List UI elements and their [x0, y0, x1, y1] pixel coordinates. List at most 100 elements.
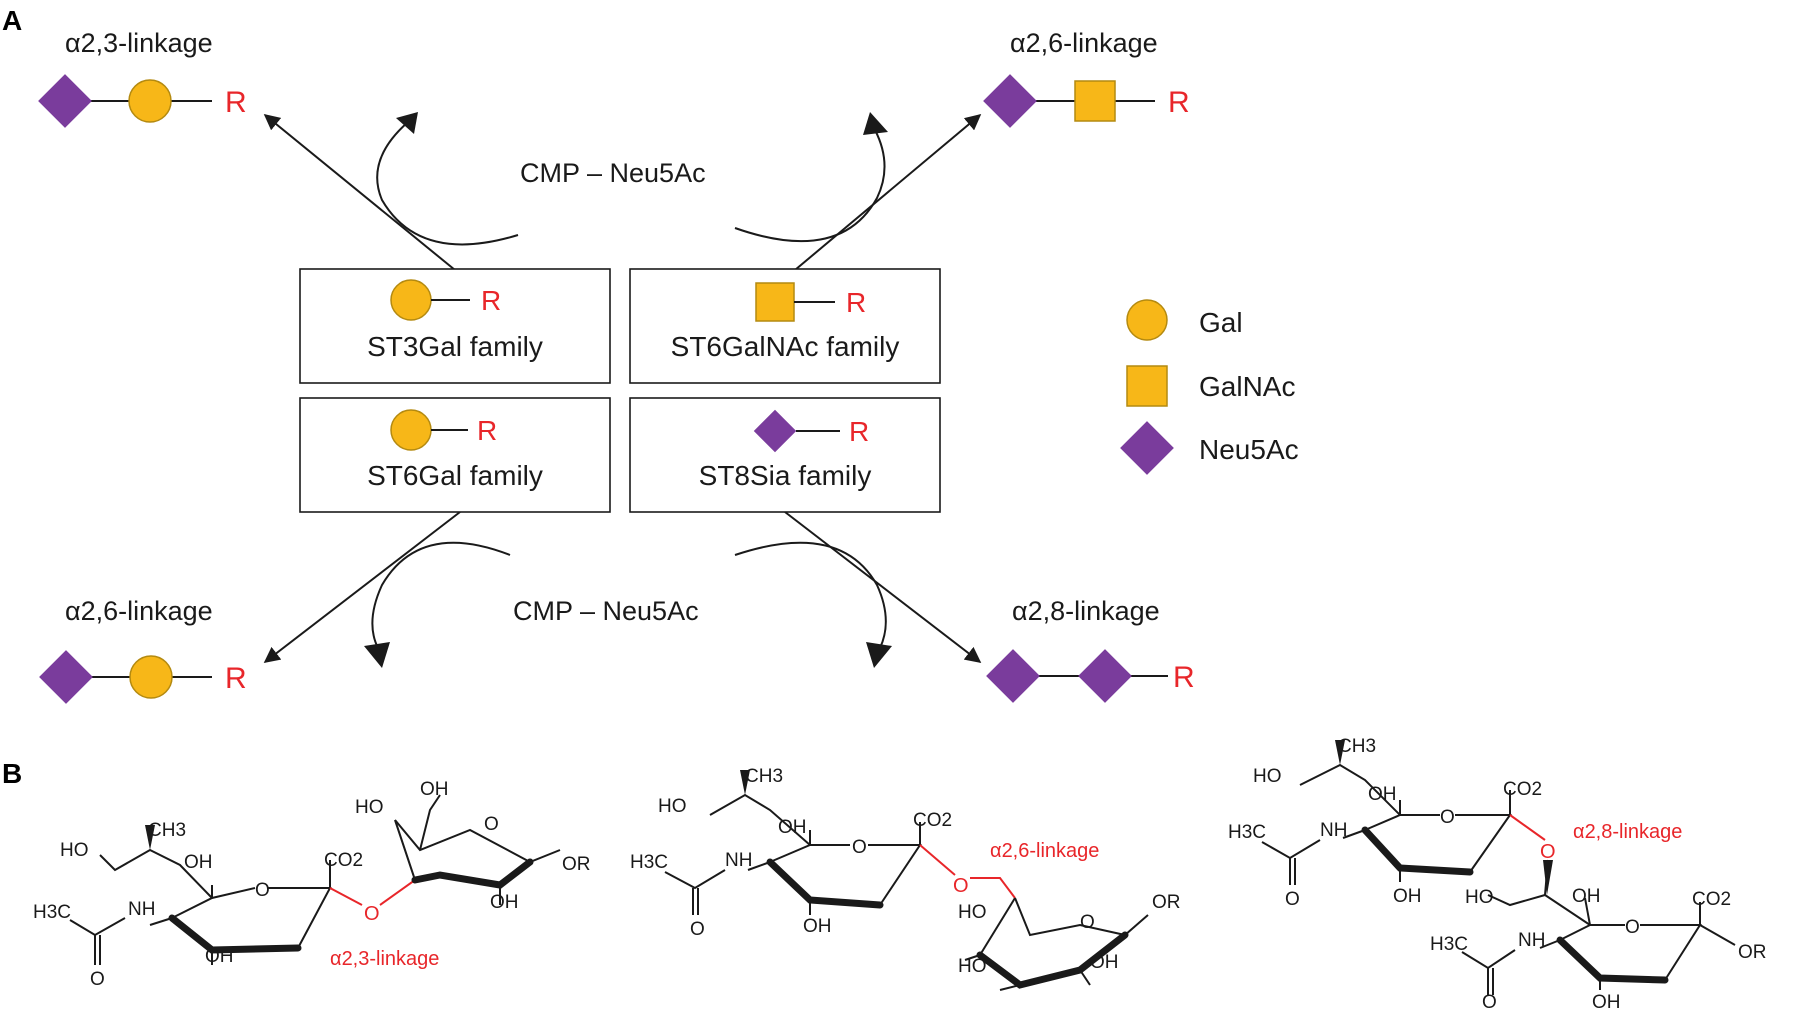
svg-text:Gal: Gal: [1199, 307, 1243, 338]
curved-arrow-top-right: [734, 112, 888, 243]
neu5ac-diamond-icon: [39, 650, 93, 704]
acceptor-r: R: [1168, 86, 1190, 119]
acceptor-r: R: [481, 285, 501, 316]
svg-text:GalNAc: GalNAc: [1199, 371, 1295, 402]
svg-text:O: O: [1080, 912, 1095, 933]
svg-text:O: O: [1285, 889, 1300, 910]
svg-text:OH: OH: [1090, 952, 1119, 973]
svg-text:O: O: [484, 814, 499, 835]
svg-text:OH: OH: [184, 852, 213, 873]
gal-circle-icon: [129, 655, 173, 699]
gal-circle-icon: [390, 409, 432, 451]
galnac-square-icon: [755, 282, 795, 322]
galnac-square-icon: [1074, 80, 1116, 122]
svg-text:NH: NH: [1518, 930, 1545, 951]
svg-text:O: O: [1625, 917, 1640, 938]
svg-text:OH: OH: [205, 946, 234, 967]
svg-text:O: O: [953, 875, 969, 897]
linkage-label-bottom-left: α2,6-linkage: [65, 596, 213, 626]
svg-text:OH: OH: [778, 817, 807, 838]
svg-text:NH: NH: [128, 899, 155, 920]
donor-label-top: CMP – Neu5Ac: [520, 158, 706, 188]
curved-arrow-top-left: [376, 112, 519, 246]
neu5ac-diamond-icon: [986, 649, 1040, 703]
family-name: ST3Gal family: [367, 331, 543, 362]
product-bottom-right: α2,8-linkage R: [986, 596, 1195, 703]
gal-circle-icon: [128, 79, 172, 123]
neu5ac-diamond-icon: [1120, 421, 1174, 475]
product-top-right: α2,6-linkage R: [983, 28, 1190, 128]
galnac-square-icon: [1126, 365, 1168, 407]
panel-label-b: B: [2, 758, 22, 789]
arrow-to-bottom-right: [784, 511, 982, 663]
svg-text:O: O: [852, 837, 867, 858]
svg-text:OH: OH: [803, 916, 832, 937]
legend: Gal GalNAc Neu5Ac: [1120, 299, 1299, 475]
svg-text:H3C: H3C: [1228, 822, 1266, 843]
arrow-to-bottom-left: [263, 511, 461, 663]
donor-label-bottom: CMP – Neu5Ac: [513, 596, 699, 626]
svg-text:OH: OH: [420, 779, 449, 800]
svg-text:CH3: CH3: [745, 766, 783, 787]
structure-alpha28: CH3 HO OH CO2 H3C NH O O OH O HO OH CO2 …: [1228, 736, 1767, 1013]
svg-text:HO: HO: [958, 956, 987, 977]
svg-text:H3C: H3C: [630, 852, 668, 873]
svg-text:CO2: CO2: [324, 850, 363, 871]
svg-text:NH: NH: [725, 850, 752, 871]
gal-circle-icon: [390, 279, 432, 321]
svg-text:OH: OH: [1592, 992, 1621, 1013]
svg-text:CO2: CO2: [1503, 779, 1542, 800]
svg-text:O: O: [90, 969, 105, 990]
svg-text:α2,6-linkage: α2,6-linkage: [990, 840, 1099, 862]
svg-text:α2,8-linkage: α2,8-linkage: [1573, 821, 1682, 843]
product-bottom-left: α2,6-linkage R: [39, 596, 247, 704]
acceptor-r: R: [846, 287, 866, 318]
arrow-to-top-left: [263, 113, 456, 271]
family-box-st3gal: R ST3Gal family: [299, 268, 611, 384]
panel-label-a: A: [2, 5, 22, 36]
svg-text:CH3: CH3: [1338, 736, 1376, 757]
family-name: ST6GalNAc family: [671, 331, 900, 362]
svg-text:CO2: CO2: [1692, 889, 1731, 910]
svg-text:CO2: CO2: [913, 810, 952, 831]
structure-alpha26: CH3 HO OH CO2 H3C NH O O OH O O OR HO HO…: [630, 766, 1181, 991]
curved-arrow-bottom-right: [734, 541, 892, 668]
svg-text:O: O: [1482, 992, 1497, 1013]
neu5ac-diamond-icon: [38, 74, 92, 128]
acceptor-r: R: [849, 416, 869, 447]
legend-item-gal: Gal: [1126, 299, 1243, 341]
svg-text:HO: HO: [355, 797, 384, 818]
svg-text:OR: OR: [1152, 892, 1181, 913]
acceptor-r: R: [225, 662, 247, 695]
svg-text:H3C: H3C: [1430, 934, 1468, 955]
svg-text:O: O: [690, 919, 705, 940]
arrow-to-top-right: [794, 113, 982, 271]
family-box-st6gal: R ST6Gal family: [299, 397, 611, 513]
linkage-label-bottom-right: α2,8-linkage: [1012, 596, 1160, 626]
linkage-label-top-left: α2,3-linkage: [65, 28, 213, 58]
svg-text:HO: HO: [1253, 766, 1282, 787]
svg-text:O: O: [364, 903, 380, 925]
neu5ac-diamond-icon: [1078, 649, 1132, 703]
svg-text:CH3: CH3: [148, 820, 186, 841]
svg-text:O: O: [1540, 841, 1556, 863]
svg-text:HO: HO: [658, 796, 687, 817]
linkage-label-top-right: α2,6-linkage: [1010, 28, 1158, 58]
svg-text:α2,3-linkage: α2,3-linkage: [330, 948, 439, 970]
gal-circle-icon: [1126, 299, 1168, 341]
svg-text:OH: OH: [1368, 784, 1397, 805]
svg-text:OH: OH: [1393, 886, 1422, 907]
svg-text:OH: OH: [1572, 886, 1601, 907]
acceptor-r: R: [1173, 661, 1195, 694]
structure-alpha23: CH3 HO OH CO2 H3C NH O O OH O HO OH O OR…: [33, 779, 591, 990]
legend-item-neu5ac: Neu5Ac: [1120, 421, 1299, 475]
svg-text:Neu5Ac: Neu5Ac: [1199, 434, 1299, 465]
product-top-left: α2,3-linkage R: [38, 28, 247, 128]
svg-text:HO: HO: [60, 840, 89, 861]
svg-text:OR: OR: [1738, 942, 1767, 963]
svg-text:OR: OR: [562, 854, 591, 875]
legend-item-galnac: GalNAc: [1126, 365, 1295, 407]
acceptor-r: R: [225, 86, 247, 119]
family-box-st8sia: R ST8Sia family: [629, 397, 941, 513]
